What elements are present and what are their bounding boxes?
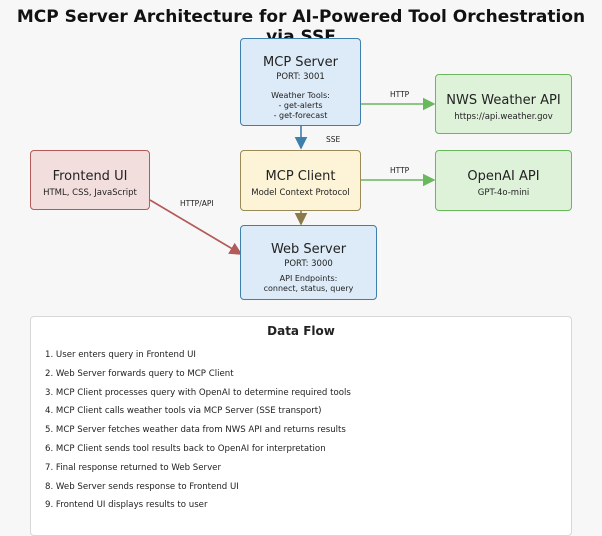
web-server-node: Web Server PORT: 3000 API Endpoints: con… (240, 225, 377, 300)
mcp-client-node: MCP Client Model Context Protocol (240, 150, 361, 211)
data-flow-step: 2. Web Server forwards query to MCP Clie… (45, 368, 234, 379)
data-flow-step: 8. Web Server sends response to Frontend… (45, 481, 239, 492)
tool-get-forecast: - get-forecast (273, 111, 328, 120)
data-flow-step: 9. Frontend UI displays results to user (45, 500, 208, 511)
edge-label-http-api: HTTP/API (180, 199, 214, 208)
data-flow-step: 6. MCP Client sends tool results back to… (45, 443, 326, 454)
data-flow-step: 1. User enters query in Frontend UI (45, 350, 196, 360)
weather-tools-header: Weather Tools: (271, 91, 330, 100)
connector-layer (149, 97, 436, 255)
mcp-client-title: MCP Client (265, 169, 336, 184)
nws-weather-api-node: NWS Weather API https://api.weather.gov (435, 74, 572, 134)
openai-model: GPT-4o-mini (477, 188, 530, 198)
nws-title: NWS Weather API (446, 93, 561, 108)
api-endpoints-list: connect, status, query (263, 284, 354, 293)
frontend-title: Frontend UI (52, 169, 128, 184)
openai-api-node: OpenAI API GPT-4o-mini (435, 150, 572, 211)
api-endpoints-header: API Endpoints: (279, 274, 338, 283)
web-server-port: PORT: 3000 (284, 259, 333, 269)
nws-url: https://api.weather.gov (454, 112, 553, 122)
data-flow-step: 5. MCP Server fetches weather data from … (45, 425, 346, 436)
openai-title: OpenAI API (467, 169, 540, 184)
mcp-server-node: MCP Server PORT: 3001 Weather Tools: - g… (240, 38, 361, 126)
edge-frontend-to-web-server (149, 199, 243, 255)
data-flow-panel: Data Flow 1. User enters query in Fronte… (30, 316, 572, 536)
data-flow-step: 3. MCP Client processes query with OpenA… (45, 387, 351, 398)
frontend-tech: HTML, CSS, JavaScript (43, 188, 137, 198)
mcp-server-title: MCP Server (263, 55, 338, 70)
data-flow-step: 4. MCP Client calls weather tools via MC… (45, 406, 322, 417)
mcp-server-port: PORT: 3001 (276, 72, 325, 82)
edge-label-http-nws: HTTP (390, 90, 410, 99)
tool-get-alerts: - get-alerts (278, 101, 323, 110)
edge-label-sse: SSE (326, 135, 341, 144)
web-server-title: Web Server (270, 242, 347, 257)
data-flow-steps: 1. User enters query in Frontend UI 2. W… (45, 350, 571, 519)
data-flow-step: 7. Final response returned to Web Server (45, 462, 221, 473)
edge-label-http-openai: HTTP (390, 166, 410, 175)
mcp-client-protocol: Model Context Protocol (251, 188, 350, 198)
frontend-ui-node: Frontend UI HTML, CSS, JavaScript (30, 150, 150, 210)
data-flow-title: Data Flow (267, 324, 335, 338)
